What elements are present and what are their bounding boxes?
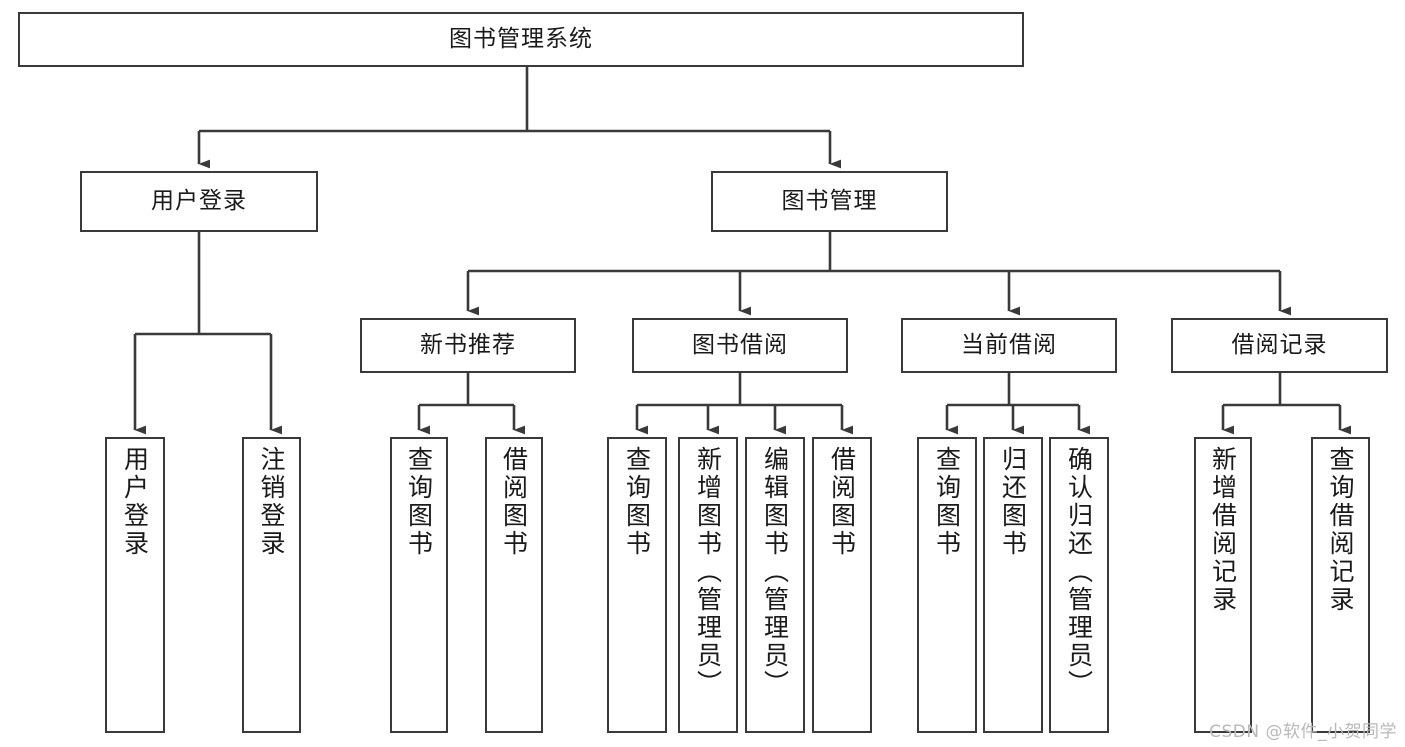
- leaf-query-borrow-record-label: 查询借阅记录: [1326, 446, 1355, 614]
- node-root-system[interactable]: 图书管理系统: [18, 12, 1024, 67]
- leaf-logout-label: 注销登录: [257, 446, 286, 558]
- leaf-user-login-label: 用户登录: [120, 446, 150, 558]
- leaf-borrow-book-recommend[interactable]: 借阅图书: [485, 437, 543, 733]
- leaf-borrow-book[interactable]: 借阅图书: [812, 437, 872, 733]
- leaf-query-book-recommend-label: 查询图书: [404, 446, 434, 558]
- leaf-add-book-admin[interactable]: 新增图书（管理员）: [678, 437, 738, 733]
- node-book-management[interactable]: 图书管理: [711, 171, 948, 232]
- node-user-login[interactable]: 用户登录: [80, 171, 318, 232]
- leaf-query-book-borrow-label: 查询图书: [622, 446, 652, 558]
- node-book-borrow[interactable]: 图书借阅: [632, 318, 848, 373]
- node-root-system-label: 图书管理系统: [449, 25, 593, 52]
- node-borrow-record[interactable]: 借阅记录: [1171, 318, 1388, 373]
- node-current-borrow[interactable]: 当前借阅: [901, 318, 1117, 373]
- leaf-add-borrow-record-label: 新增借阅记录: [1208, 446, 1238, 614]
- leaf-return-book-label: 归还图书: [998, 446, 1028, 558]
- node-book-borrow-label: 图书借阅: [692, 331, 788, 358]
- leaf-logout[interactable]: 注销登录: [242, 437, 301, 733]
- leaf-borrow-book-recommend-label: 借阅图书: [499, 446, 529, 558]
- leaf-edit-book-admin[interactable]: 编辑图书（管理员）: [745, 437, 805, 733]
- leaf-add-borrow-record[interactable]: 新增借阅记录: [1194, 437, 1252, 733]
- leaf-edit-book-admin-label: 编辑图书（管理员）: [760, 446, 790, 698]
- leaf-return-book[interactable]: 归还图书: [983, 437, 1043, 733]
- leaf-query-book-current-label: 查询图书: [932, 446, 962, 558]
- node-borrow-record-label: 借阅记录: [1231, 331, 1328, 358]
- node-new-book-recommend-label: 新书推荐: [420, 331, 516, 358]
- leaf-query-borrow-record[interactable]: 查询借阅记录: [1311, 437, 1370, 733]
- node-current-borrow-label: 当前借阅: [961, 331, 1057, 358]
- node-user-login-label: 用户登录: [151, 187, 247, 214]
- leaf-query-book-borrow[interactable]: 查询图书: [607, 437, 667, 733]
- leaf-query-book-current[interactable]: 查询图书: [917, 437, 977, 733]
- leaf-confirm-return-admin-label: 确认归还（管理员）: [1064, 446, 1094, 698]
- leaf-confirm-return-admin[interactable]: 确认归还（管理员）: [1049, 437, 1109, 733]
- leaf-user-login[interactable]: 用户登录: [105, 437, 165, 733]
- leaf-query-book-recommend[interactable]: 查询图书: [390, 437, 448, 733]
- node-book-management-label: 图书管理: [781, 187, 878, 214]
- leaf-add-book-admin-label: 新增图书（管理员）: [693, 446, 723, 698]
- node-new-book-recommend[interactable]: 新书推荐: [360, 318, 576, 373]
- leaf-borrow-book-label: 借阅图书: [827, 446, 857, 558]
